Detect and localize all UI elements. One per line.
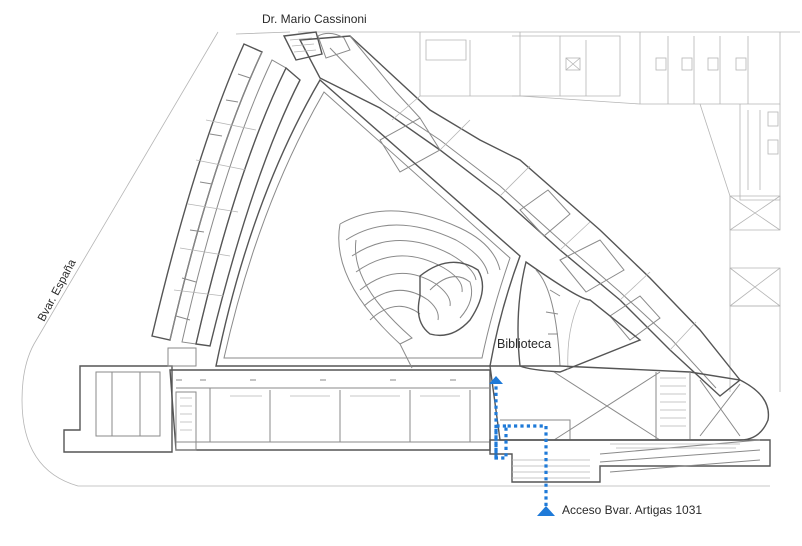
- site-outline: [21, 31, 770, 487]
- auditorium: [338, 210, 501, 369]
- access-entrance-arrow: [537, 506, 555, 516]
- access-route: [489, 376, 555, 516]
- neighbor-buildings: [419, 32, 781, 392]
- street-label-cassinoni: Dr. Mario Cassinoni: [262, 12, 367, 26]
- access-label: Acceso Bvar. Artigas 1031: [562, 503, 703, 517]
- main-building: [63, 31, 771, 483]
- site-outline-inner: [235, 31, 800, 35]
- library-label: Biblioteca: [497, 337, 552, 351]
- route-path-main: [494, 384, 548, 506]
- library-entrance-arrow: [489, 376, 503, 384]
